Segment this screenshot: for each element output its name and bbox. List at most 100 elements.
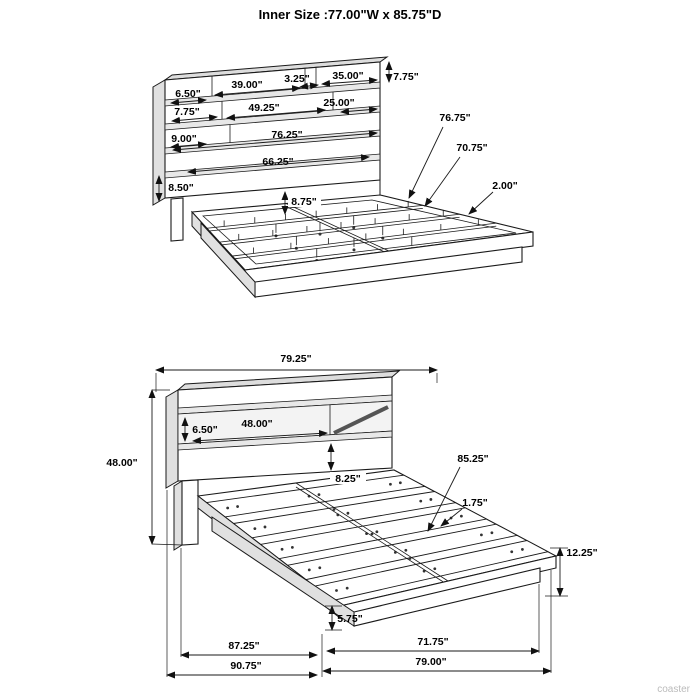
dim-label: 8.75" [291,196,316,208]
label-halo [330,472,366,484]
dim-shelf-open-width: 39.00" [214,79,301,98]
dim-headboard-base-height: 8.25" [327,443,366,485]
bottom-platform [196,469,558,627]
screw-dot [290,545,294,549]
dim-frame-depth: 87.25" [180,640,318,659]
dim-label: 71.75" [417,636,448,648]
dim-label: 5.75" [337,613,362,625]
dim-label: 39.00" [231,79,262,91]
slat-group [205,474,550,601]
dim-overall-depth: 90.75" [166,660,318,679]
dim-arrow [170,97,207,106]
screw-dot [510,550,514,554]
dim-leader [424,156,461,207]
dim-label: 85.25" [457,453,488,465]
dim-label: 25.00" [323,97,354,109]
dim-leader [440,508,463,527]
dim-row2-open-width: 49.25" [226,102,326,121]
dim-label: 3.25" [284,73,309,85]
dim-label: 79.25" [280,353,311,365]
bottom-headboard [165,370,401,551]
dim-divider-width: 3.25" [284,73,319,90]
center-rail [295,482,449,582]
dim-label: 79.00" [415,656,446,668]
dim-label: 7.75" [174,106,199,118]
center-rail [285,203,390,252]
dim-overall-width: 79.25" [155,353,438,392]
screw-dot [253,527,257,531]
center-rail [285,206,390,255]
dim-shelf-width: 48.00" [192,418,328,445]
dim-label: 7.75" [393,71,418,83]
screw-dot [404,548,408,552]
dim-arrow [340,106,378,115]
screw-dot [375,530,379,534]
dim-slat-thickness: 1.75" [440,497,488,527]
dim-headboard-height: 48.00" [106,389,183,546]
dim-row2-right-width: 25.00" [323,97,378,115]
top-dimensions: 6.50" 39.00" 3.25" 35.00" 7.75" 7.75" [155,61,518,215]
dim-arrow [171,114,218,124]
screw-dot [236,505,239,508]
dim-label: 9.00" [171,133,196,145]
dim-row2-left-width: 7.75" [171,106,218,124]
leg-side-face [173,480,183,551]
headboard-left-side [165,389,179,489]
dim-label: 2.00" [492,180,517,192]
dim-leader [408,126,444,199]
dim-label: 8.50" [168,182,193,194]
dim-leader [427,466,461,532]
dim-label: 6.50" [192,424,217,436]
dim-label: 90.75" [230,660,261,672]
screw-dot [370,532,374,536]
dim-headboard-inner-width: 76.25" [172,129,378,153]
screw-dot [307,568,311,572]
bottom-extension-lines [166,490,552,677]
dim-arrow [321,77,378,87]
screw-dot [318,566,322,570]
dim-platform-height: 12.25" [545,547,598,597]
screw-dot [419,499,423,503]
screw-dot [521,548,524,551]
headboard-leg [170,197,184,242]
dim-label: 66.25" [262,156,293,168]
dim-frame-width: 71.75" [326,636,540,655]
screw-dot [398,481,402,485]
screw-dot [345,586,349,590]
screw-dot [263,525,267,529]
dim-label: 49.25" [248,102,279,114]
dim-label: 35.00" [332,70,363,82]
dim-arrow [299,82,319,90]
dim-label: 76.75" [439,112,470,124]
screw-dot [226,506,230,510]
base-left-face [211,516,355,627]
label-halo [288,195,321,207]
dim-arrow [187,154,370,175]
screw-dot [433,567,437,571]
screw-dot [408,557,412,560]
screw-dot [429,498,433,501]
dim-label: 6.50" [175,88,200,100]
dim-arrow [192,429,328,445]
dim-label: 8.25" [335,473,360,485]
headboard-leg [181,479,199,546]
dim-overall-width-total: 79.00" [322,656,552,675]
screw-dot [335,589,338,592]
led-light-strip [333,405,389,435]
dim-label: 1.75" [462,497,487,509]
dim-shelf-right-width: 35.00" [321,70,378,87]
dim-slat-span-depth: 76.75" [408,112,471,199]
leg-foot-dot [352,248,356,252]
screw-dot [490,531,494,535]
screw-dot [480,533,483,537]
dim-label: 87.25" [228,640,259,652]
leg-foot-dot [318,232,322,236]
dim-rail-height: 8.75" [281,191,321,215]
dim-leader [468,191,494,215]
screw-dot [280,547,284,551]
dim-shelf-left-width: 6.50" [170,88,207,106]
dim-side-rail-thickness: 2.00" [468,180,518,215]
dim-label: 48.00" [241,418,272,430]
brand-watermark: coaster [657,684,690,695]
